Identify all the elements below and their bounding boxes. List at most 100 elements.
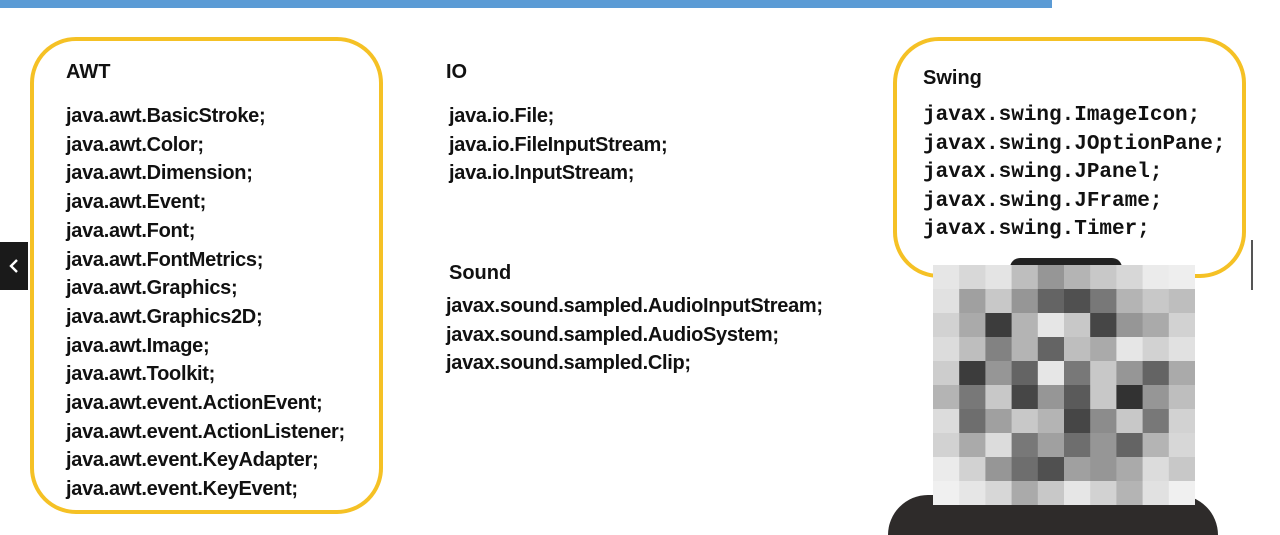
mosaic-cell	[1064, 265, 1091, 290]
sound-heading: Sound	[449, 262, 512, 284]
sound-import-list: javax.sound.sampled.AudioInputStream; ja…	[446, 292, 823, 378]
mosaic-cell	[1090, 457, 1117, 482]
mosaic-cell	[985, 481, 1013, 505]
mosaic-cell	[1116, 265, 1144, 290]
mosaic-cell	[1168, 289, 1195, 314]
list-item: javax.swing.JFrame;	[923, 189, 1163, 213]
mosaic-cell	[1037, 265, 1065, 290]
mosaic-cell	[933, 265, 960, 290]
mosaic-cell	[985, 289, 1013, 314]
mosaic-cell	[1116, 481, 1144, 505]
list-item: java.awt.event.ActionEvent;	[66, 392, 323, 415]
list-item: javax.swing.JOptionPane;	[923, 132, 1226, 156]
awt-heading: AWT	[66, 61, 111, 83]
mosaic-cell	[1037, 361, 1065, 386]
mosaic-cell	[985, 457, 1013, 482]
mosaic-cell	[1037, 409, 1065, 434]
mosaic-cell	[1168, 481, 1195, 505]
presenter-webcam-pixelated	[933, 265, 1195, 505]
previous-slide-button[interactable]	[0, 242, 28, 290]
list-item: javax.swing.JPanel;	[923, 161, 1163, 184]
next-slide-edge[interactable]	[1251, 240, 1253, 290]
mosaic-cell	[1090, 313, 1117, 338]
mosaic-cell	[1011, 313, 1039, 338]
io-import-list: java.io.File; java.io.FileInputStream; j…	[449, 102, 668, 188]
list-item: javax.sound.sampled.Clip;	[446, 352, 691, 375]
mosaic-cell	[1064, 433, 1091, 458]
mosaic-cell	[1168, 337, 1195, 362]
mosaic-cell	[933, 385, 960, 410]
mosaic-cell	[1011, 409, 1039, 434]
mosaic-cell	[1011, 385, 1039, 410]
mosaic-cell	[1142, 385, 1170, 410]
mosaic-cell	[1090, 337, 1117, 362]
mosaic-cell	[1142, 289, 1170, 314]
mosaic-cell	[985, 361, 1013, 386]
list-item: java.awt.FontMetrics;	[66, 248, 264, 271]
mosaic-cell	[1011, 337, 1039, 362]
list-item: java.awt.event.KeyEvent;	[66, 478, 298, 501]
mosaic-cell	[1064, 409, 1091, 434]
mosaic-cell	[1090, 481, 1117, 505]
list-item: java.io.FileInputStream;	[449, 133, 668, 156]
mosaic-cell	[1090, 385, 1117, 410]
mosaic-cell	[985, 313, 1013, 338]
mosaic-cell	[1064, 481, 1091, 505]
mosaic-cell	[1116, 385, 1144, 410]
mosaic-cell	[1064, 385, 1091, 410]
mosaic-cell	[1011, 433, 1039, 458]
list-item: java.awt.Event;	[66, 191, 207, 214]
mosaic-cell	[1064, 361, 1091, 386]
mosaic-cell	[1168, 265, 1195, 290]
pixelated-face-image	[933, 265, 1195, 505]
mosaic-cell	[959, 265, 986, 290]
mosaic-cell	[985, 433, 1013, 458]
list-item: java.awt.Dimension;	[66, 162, 253, 185]
list-item: javax.swing.Timer;	[923, 218, 1150, 241]
list-item: java.awt.Graphics;	[66, 277, 238, 300]
mosaic-cell	[959, 313, 986, 338]
mosaic-cell	[1037, 433, 1065, 458]
mosaic-cell	[1037, 337, 1065, 362]
list-item: java.awt.event.KeyAdapter;	[66, 449, 319, 472]
mosaic-cell	[985, 337, 1013, 362]
mosaic-cell	[933, 433, 960, 458]
mosaic-cell	[985, 265, 1013, 290]
mosaic-cell	[1116, 337, 1144, 362]
swing-heading: Swing	[923, 67, 982, 89]
list-item: java.awt.event.ActionListener;	[66, 420, 345, 443]
list-item: java.awt.Toolkit;	[66, 363, 216, 386]
mosaic-cell	[1116, 457, 1144, 482]
mosaic-cell	[1037, 289, 1065, 314]
mosaic-cell	[933, 457, 960, 482]
mosaic-cell	[1142, 457, 1170, 482]
mosaic-cell	[1142, 481, 1170, 505]
mosaic-cell	[1037, 457, 1065, 482]
mosaic-cell	[1168, 409, 1195, 434]
mosaic-cell	[1116, 361, 1144, 386]
mosaic-cell	[1090, 265, 1117, 290]
list-item: java.io.InputStream;	[449, 162, 635, 185]
list-item: java.awt.Font;	[66, 219, 196, 242]
list-item: java.io.File;	[449, 105, 555, 127]
mosaic-cell	[959, 433, 986, 458]
mosaic-cell	[1116, 433, 1144, 458]
mosaic-cell	[933, 361, 960, 386]
mosaic-cell	[1090, 361, 1117, 386]
mosaic-cell	[959, 481, 986, 505]
swing-import-list: javax.swing.ImageIcon; javax.swing.JOpti…	[923, 102, 1225, 245]
mosaic-cell	[959, 337, 986, 362]
list-item: javax.sound.sampled.AudioSystem;	[446, 323, 779, 346]
mosaic-cell	[1168, 361, 1195, 386]
mosaic-cell	[959, 385, 986, 410]
mosaic-cell	[1142, 433, 1170, 458]
mosaic-cell	[1011, 265, 1039, 290]
mosaic-cell	[985, 409, 1013, 434]
mosaic-cell	[959, 289, 986, 314]
mosaic-cell	[1011, 457, 1039, 482]
mosaic-cell	[1011, 481, 1039, 505]
awt-group-box	[30, 37, 383, 514]
mosaic-cell	[1168, 433, 1195, 458]
mosaic-cell	[1142, 361, 1170, 386]
list-item: javax.swing.ImageIcon;	[923, 104, 1201, 127]
